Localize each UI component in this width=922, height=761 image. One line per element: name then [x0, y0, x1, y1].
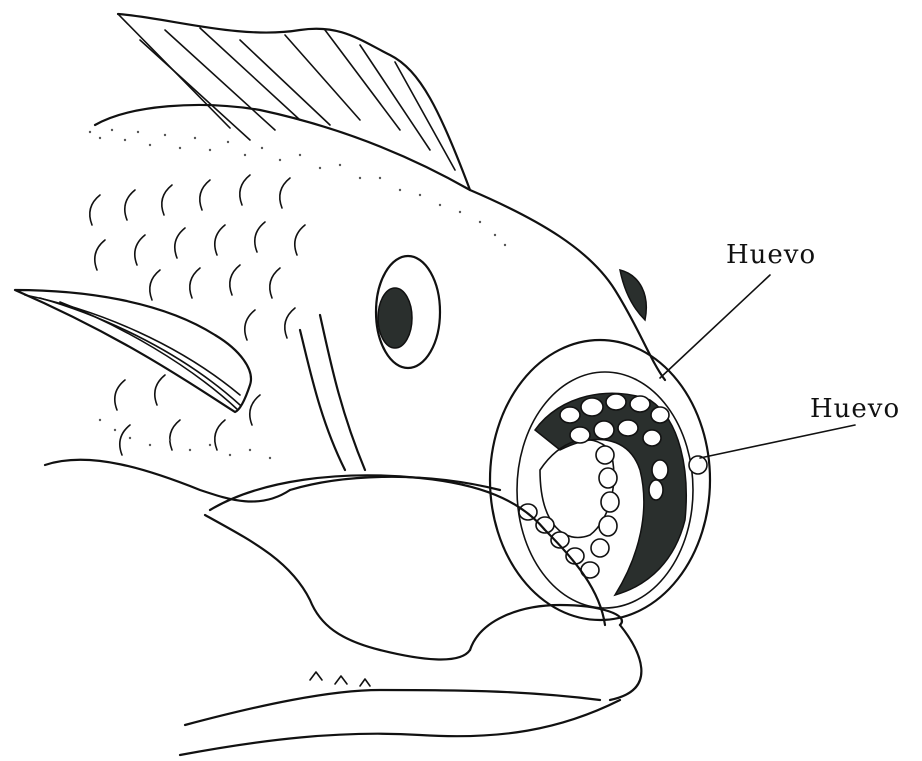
lateral-stipple — [89, 129, 506, 459]
gill-cover — [300, 315, 365, 470]
label-egg-right: Huevo — [810, 394, 900, 424]
leader-line-upper-egg — [660, 275, 770, 378]
nostril — [620, 270, 646, 320]
label-egg-upper: Huevo — [726, 240, 816, 270]
leader-line-right-egg — [700, 425, 855, 458]
scales — [90, 175, 305, 455]
pectoral-fin — [15, 290, 251, 412]
eye — [376, 256, 440, 368]
label-leaders — [660, 275, 855, 458]
